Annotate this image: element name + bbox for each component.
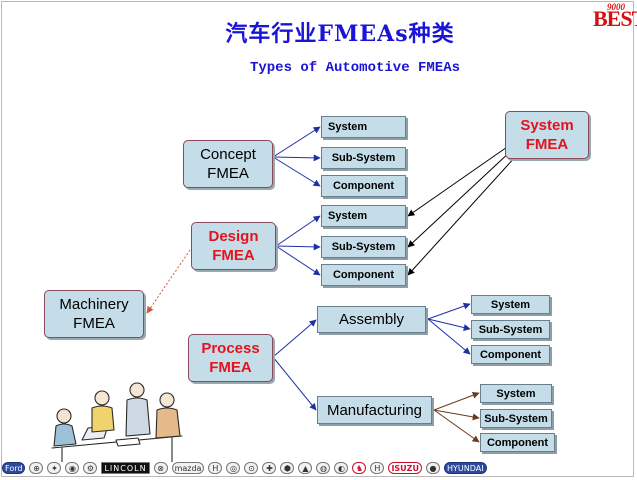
arrow-design-machinery: [146, 249, 191, 314]
arrow-concept-system: [272, 126, 321, 158]
manufacturing-component-box: Component: [480, 433, 555, 452]
brand-logo: mazda: [171, 462, 205, 474]
arrow-assembly-component: [427, 318, 471, 355]
brand-logo: HYUNDAI: [443, 462, 487, 474]
brand-logo: ⚙: [83, 462, 98, 474]
arrow-manufacturing-component: [433, 409, 480, 443]
arrow-process-assembly: [272, 319, 317, 358]
brand-logo: ⬢: [280, 462, 295, 474]
concept-subsystem-box: Sub-System: [321, 147, 406, 169]
brand-logo: H: [208, 462, 223, 474]
manufacturing-box: Manufacturing: [317, 396, 432, 424]
brand-logo: ◍: [316, 462, 331, 474]
brand-logo: ♞: [352, 462, 367, 474]
brand-logo: ◉: [65, 462, 80, 474]
arrow-concept-subsystem: [272, 154, 321, 162]
brand-logo: ✦: [47, 462, 62, 474]
brand-logo: ISUZU: [388, 462, 422, 474]
assembly-box: Assembly: [317, 306, 426, 333]
brand-logo: LINCOLN: [101, 462, 150, 474]
arrow-manufacturing-system: [433, 391, 480, 411]
brand-logo: ⊕: [29, 462, 44, 474]
brand-logo: ●: [425, 462, 440, 474]
page-subtitle: Types of Automotive FMEAs: [249, 60, 461, 76]
process-fmea-box: Process FMEA: [188, 334, 273, 382]
arrow-assembly-subsystem: [427, 318, 471, 331]
people-meeting-icon: [51, 382, 183, 462]
design-system-box: System: [321, 205, 406, 227]
machinery-fmea-box: Machinery FMEA: [44, 290, 144, 338]
best-logo: 9000 BEST: [591, 2, 637, 31]
arrow-assembly-system: [427, 302, 471, 320]
arrow-design-system: [275, 215, 321, 247]
concept-fmea-box: Concept FMEA: [183, 140, 273, 188]
concept-system-box: System: [321, 116, 406, 138]
brand-logo: Ford: [2, 462, 26, 474]
brand-logo: ◎: [226, 462, 241, 474]
arrow-design-component: [275, 245, 321, 276]
system-fmea-box: System FMEA: [505, 111, 589, 159]
assembly-subsystem-box: Sub-System: [471, 320, 550, 339]
concept-component-box: Component: [321, 175, 406, 197]
assembly-system-box: System: [471, 295, 550, 314]
design-component-box: Component: [321, 264, 406, 286]
brand-logo: ✚: [262, 462, 277, 474]
manufacturing-subsystem-box: Sub-System: [480, 409, 552, 428]
logo-small-text: 9000: [607, 2, 625, 12]
brand-logo: ⊙: [244, 462, 259, 474]
arrow-process-manufacturing: [272, 356, 317, 411]
page-title: 汽车行业FMEAs种类: [225, 21, 455, 47]
brand-logo: ◐: [334, 462, 349, 474]
arrow-manufacturing-subsystem: [433, 409, 480, 421]
design-fmea-box: Design FMEA: [191, 222, 276, 270]
arrow-systemfmea-subsystem: [407, 149, 513, 248]
arrow-design-subsystem: [275, 243, 321, 251]
brand-logo: ⊗: [153, 462, 168, 474]
arrow-systemfmea-component: [407, 155, 517, 276]
manufacturing-system-box: System: [480, 384, 552, 403]
arrow-systemfmea-system: [407, 144, 511, 217]
assembly-component-box: Component: [471, 345, 550, 364]
design-subsystem-box: Sub-System: [321, 236, 406, 258]
brand-logo: H: [370, 462, 385, 474]
arrow-concept-component: [272, 156, 321, 187]
logo-main-text: BEST: [593, 6, 637, 31]
brand-logo: ▲: [298, 462, 313, 474]
